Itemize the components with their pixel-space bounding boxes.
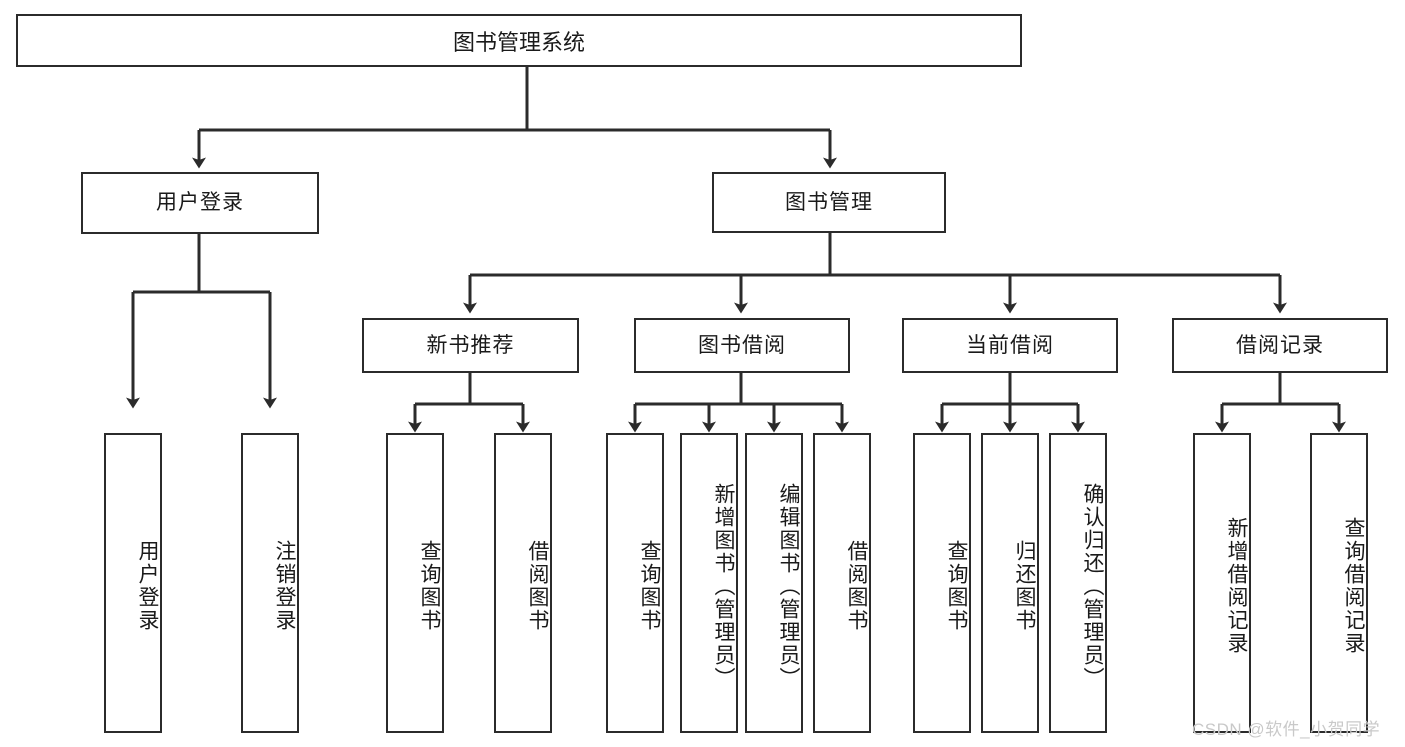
node-label: 查询图书 <box>418 540 441 632</box>
node-new-book-recommend[interactable]: 新书推荐 <box>362 318 579 373</box>
leaf-current-borrow-query-book[interactable]: 查询图书 <box>913 433 971 733</box>
node-label: 确认归还（管理员） <box>1081 482 1104 690</box>
leaf-borrow-record-query-record[interactable]: 查询借阅记录 <box>1310 433 1368 733</box>
watermark-text: CSDN @软件_小贺同学 <box>1192 720 1381 739</box>
leaf-current-borrow-confirm-return[interactable]: 确认归还（管理员） <box>1049 433 1107 733</box>
node-borrow-record[interactable]: 借阅记录 <box>1172 318 1388 373</box>
node-label: 新增图书（管理员） <box>712 482 735 690</box>
node-current-borrow[interactable]: 当前借阅 <box>902 318 1118 373</box>
leaf-new-book-query-book[interactable]: 查询图书 <box>386 433 444 733</box>
node-root-system[interactable]: 图书管理系统 <box>16 14 1022 67</box>
leaf-book-borrow-borrow-book[interactable]: 借阅图书 <box>813 433 871 733</box>
node-label: 归还图书 <box>1013 540 1036 632</box>
node-label: 查询借阅记录 <box>1342 517 1365 655</box>
node-label: 图书借阅 <box>698 333 786 357</box>
node-label: 当前借阅 <box>966 333 1054 357</box>
node-label: 借阅图书 <box>526 540 549 632</box>
node-label: 新书推荐 <box>426 333 515 357</box>
node-label: 图书管理系统 <box>452 29 585 55</box>
node-label: 借阅图书 <box>845 540 868 632</box>
leaf-current-borrow-return-book[interactable]: 归还图书 <box>981 433 1039 733</box>
node-label: 查询图书 <box>945 540 968 632</box>
node-label: 用户登录 <box>136 540 159 632</box>
node-label: 注销登录 <box>273 540 296 632</box>
leaf-book-borrow-query-book[interactable]: 查询图书 <box>606 433 664 733</box>
node-user-login[interactable]: 用户登录 <box>81 172 319 234</box>
leaf-book-borrow-edit-book[interactable]: 编辑图书（管理员） <box>745 433 803 733</box>
node-book-borrow[interactable]: 图书借阅 <box>634 318 850 373</box>
node-label: 编辑图书（管理员） <box>777 482 800 690</box>
leaf-user-login-logout[interactable]: 注销登录 <box>241 433 299 733</box>
leaf-borrow-record-add-record[interactable]: 新增借阅记录 <box>1193 433 1251 733</box>
node-label: 图书管理 <box>785 190 873 214</box>
leaf-user-login-login[interactable]: 用户登录 <box>104 433 162 733</box>
node-book-management[interactable]: 图书管理 <box>712 172 946 233</box>
node-label: 用户登录 <box>156 191 244 215</box>
node-label: 新增借阅记录 <box>1225 517 1248 655</box>
node-label: 查询图书 <box>638 540 661 632</box>
node-label: 借阅记录 <box>1236 333 1324 357</box>
leaf-book-borrow-add-book[interactable]: 新增图书（管理员） <box>680 433 738 733</box>
leaf-new-book-borrow-book[interactable]: 借阅图书 <box>494 433 552 733</box>
